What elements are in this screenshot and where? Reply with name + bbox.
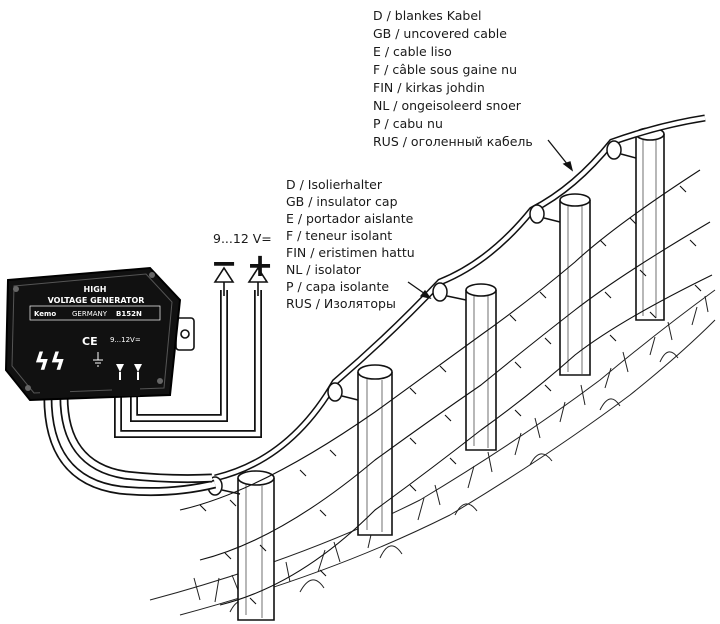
insulator-label-gb: GB / insulator cap	[286, 194, 398, 209]
insulator-label-de: D / Isolierhalter	[286, 177, 383, 192]
uncovered-cable-label-rus: RUS / оголенный кабель	[373, 134, 533, 149]
insulator	[432, 282, 467, 302]
fence-post	[237, 470, 275, 621]
fence-posts	[237, 127, 665, 621]
fence-post	[465, 283, 497, 451]
barbed-wires	[179, 169, 713, 606]
supply-leads	[114, 290, 262, 438]
generator-mounting-tab	[175, 317, 195, 351]
uncovered-cable-label-nl: NL / ongeisoleerd snoer	[373, 98, 522, 113]
uncovered-cable-labels: D / blankes Kabel GB / uncovered cable E…	[373, 8, 533, 149]
warning-lightning-icon: ϟϟ	[34, 348, 66, 376]
insulator-label-p: P / capa isolante	[286, 279, 389, 294]
generator-voltage-mark: 9...12V=	[110, 336, 141, 344]
generator-model: B152N	[116, 310, 142, 318]
insulator	[327, 382, 359, 402]
fence-post	[357, 364, 393, 536]
insulator-label-e: E / portador aislante	[286, 211, 414, 226]
uncovered-cable-label-p: P / cabu nu	[373, 116, 443, 131]
supply-voltage-label: 9...12 V=	[213, 231, 272, 246]
plus-arrow	[247, 266, 269, 296]
generator-origin: GERMANY	[72, 310, 108, 318]
minus-arrow	[213, 266, 235, 296]
insulator	[606, 140, 637, 160]
uncovered-cable-label-e: E / cable liso	[373, 44, 452, 59]
uncovered-cable-label-de: D / blankes Kabel	[373, 8, 481, 23]
insulator-label-f: F / teneur isolant	[286, 228, 392, 243]
generator-brand: Kemo	[34, 310, 56, 318]
minus-sign: −	[211, 244, 238, 282]
uncovered-cable-label-f: F / câble sous gaine nu	[373, 62, 517, 77]
fence-post	[635, 127, 665, 321]
supply-terminals: − + 9...12 V=	[211, 231, 274, 296]
terminal-arrows-icon	[116, 364, 142, 380]
ce-mark: CE	[82, 335, 98, 348]
fence-post	[559, 193, 591, 376]
ground-icon	[93, 352, 103, 367]
generator-title-line1: HIGH	[84, 285, 107, 294]
uncovered-cable-label-fin: FIN / kirkas johdin	[373, 80, 485, 95]
insulator-label-rus: RUS / Изоляторы	[286, 296, 396, 311]
high-voltage-generator: HIGH VOLTAGE GENERATOR Kemo GERMANY B152…	[4, 266, 195, 402]
plus-sign: +	[247, 246, 274, 284]
insulator-labels: D / Isolierhalter GB / insulator cap E /…	[286, 177, 415, 311]
uncovered-cable-label-gb: GB / uncovered cable	[373, 26, 507, 41]
insulator-label-fin: FIN / eristimen hattu	[286, 245, 415, 260]
insulator	[529, 204, 561, 224]
generator-output-leads	[43, 389, 217, 497]
leader-lines	[407, 139, 574, 300]
grass	[149, 289, 716, 616]
generator-title-line2: VOLTAGE GENERATOR	[48, 296, 145, 305]
insulator-label-nl: NL / isolator	[286, 262, 362, 277]
